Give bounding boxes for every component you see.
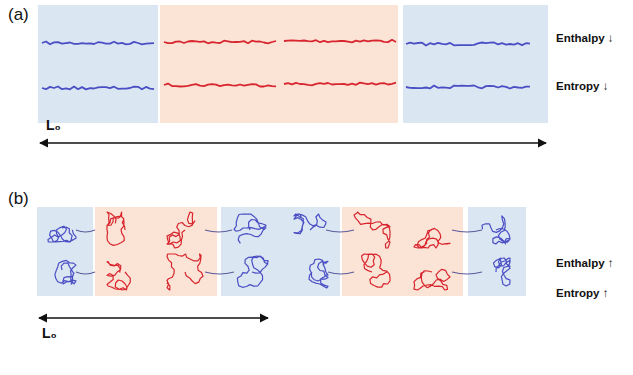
polymer-chain bbox=[48, 226, 76, 242]
block-region bbox=[342, 207, 463, 296]
polymer-chain bbox=[452, 230, 482, 232]
polymer-chain bbox=[205, 272, 234, 274]
polymer-chain bbox=[414, 269, 450, 290]
polymer-chain bbox=[284, 40, 396, 43]
polymer-chain bbox=[205, 230, 232, 232]
polymer-chain bbox=[42, 42, 154, 45]
block-region bbox=[95, 207, 217, 296]
panel-label: (a) bbox=[8, 6, 29, 25]
polymer-chain bbox=[237, 256, 268, 287]
property-label: Enthalpy ↑ bbox=[556, 257, 614, 270]
polymer-chain bbox=[164, 84, 276, 87]
polymer-chain bbox=[406, 86, 530, 89]
block-region bbox=[160, 5, 398, 123]
polymer-chain bbox=[294, 214, 326, 234]
polymer-chain bbox=[326, 230, 354, 232]
property-label: Entropy ↑ bbox=[556, 287, 608, 300]
polymer-chain bbox=[167, 254, 203, 290]
polymer-chain bbox=[309, 259, 328, 288]
block-region bbox=[403, 5, 548, 123]
polymer-chain bbox=[328, 272, 354, 274]
polymer-chain bbox=[55, 260, 76, 284]
polymer-chain bbox=[414, 228, 450, 248]
polymer-chain bbox=[76, 230, 95, 232]
polymer-chain bbox=[107, 212, 125, 245]
property-label: Entropy ↓ bbox=[556, 80, 608, 93]
block-region bbox=[37, 207, 93, 296]
block-region bbox=[221, 207, 340, 296]
polymer-chain bbox=[406, 43, 530, 46]
polymer-chain bbox=[354, 212, 390, 248]
polymer-chain bbox=[452, 272, 482, 274]
polymer-chain bbox=[42, 87, 154, 90]
block-region bbox=[468, 207, 526, 296]
polymer-chain bbox=[167, 212, 195, 248]
length-label: L₀ bbox=[42, 326, 57, 341]
polymer-chain bbox=[482, 216, 510, 244]
panel-label: (b) bbox=[8, 190, 29, 209]
property-label: Enthalpy ↓ bbox=[556, 32, 614, 45]
polymer-chain bbox=[164, 41, 276, 44]
polymer-chain bbox=[234, 214, 266, 243]
length-label: L₀ bbox=[46, 118, 61, 133]
length-arrow bbox=[39, 317, 268, 318]
polymer-chain bbox=[494, 258, 511, 286]
polymer-chain bbox=[284, 83, 396, 86]
length-arrow bbox=[40, 142, 546, 143]
polymer-chain bbox=[76, 272, 95, 274]
polymer-chain bbox=[107, 262, 130, 290]
block-region bbox=[38, 5, 158, 123]
polymer-chain bbox=[362, 254, 391, 287]
